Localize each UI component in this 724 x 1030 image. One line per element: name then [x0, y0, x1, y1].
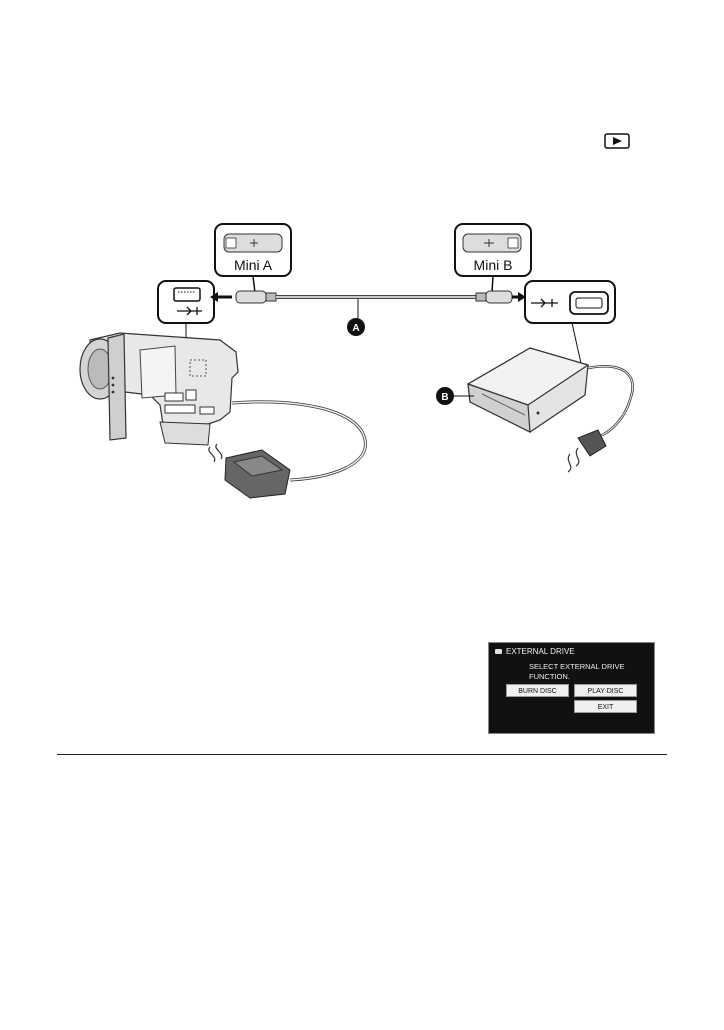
drive-marker-label: B	[441, 392, 448, 403]
mini-b-label: Mini B	[474, 257, 513, 273]
external-drive-screen: EXTERNAL DRIVE SELECT EXTERNAL DRIVE FUN…	[488, 642, 655, 734]
drive-icon	[495, 649, 502, 654]
mini-b-callout: Mini B	[455, 224, 531, 292]
camcorder-illustration	[80, 333, 365, 498]
cable-marker-label: A	[352, 323, 359, 334]
mini-a-label: Mini A	[234, 257, 273, 273]
burn-disc-button[interactable]: BURN DISC	[506, 684, 569, 697]
play-disc-button[interactable]: PLAY DISC	[574, 684, 637, 697]
screen-title: EXTERNAL DRIVE	[495, 647, 575, 656]
external-dvd-drive-illustration	[468, 348, 633, 472]
cable-marker: A	[347, 318, 365, 336]
mini-a-callout: Mini A	[215, 224, 291, 293]
exit-button[interactable]: EXIT	[574, 700, 637, 713]
screen-title-text: EXTERNAL DRIVE	[506, 647, 575, 656]
screen-message: SELECT EXTERNAL DRIVE FUNCTION.	[529, 662, 639, 682]
usb-cable	[236, 291, 512, 318]
connection-diagram: Mini A Mini B A	[0, 0, 724, 520]
section-divider	[57, 754, 667, 755]
